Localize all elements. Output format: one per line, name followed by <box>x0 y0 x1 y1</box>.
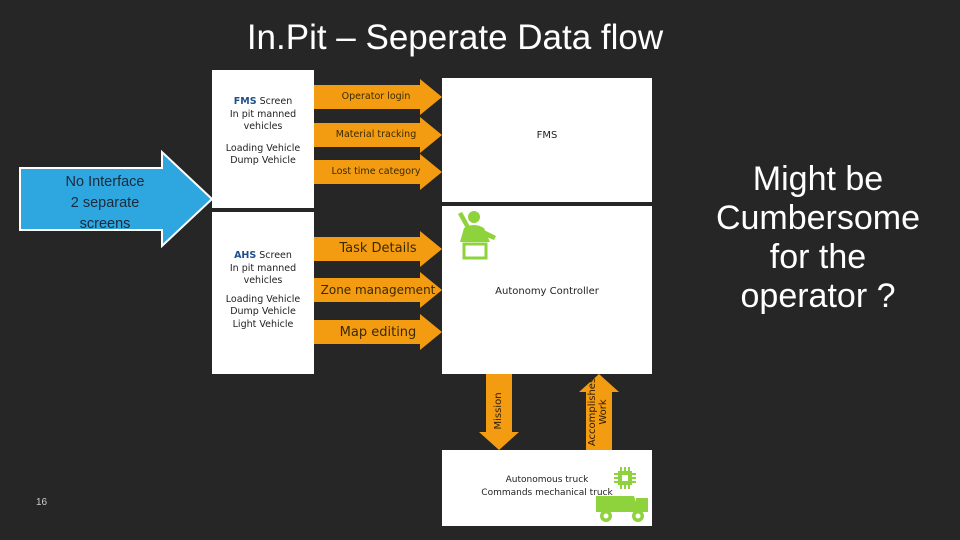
truck-line2: Commands mechanical truck <box>481 487 613 498</box>
fms-equipment-1: Loading Vehicle <box>225 142 301 154</box>
arrow-map-editing <box>314 314 442 350</box>
fms-equipment-2: Dump Vehicle <box>230 155 296 166</box>
autonomous-truck-text: Autonomous truck Commands mechanical tru… <box>462 474 632 499</box>
label-task-details: Task Details <box>339 241 417 256</box>
fms-brand: FMS <box>233 96 257 107</box>
arrow-task-details <box>314 231 442 267</box>
ahs-equipment-1: Loading Vehicle <box>225 293 301 305</box>
ahs-screen-panel <box>212 212 314 374</box>
ahs-brand: AHS <box>234 250 257 261</box>
arrow-lost-time <box>314 154 442 190</box>
callout-line1: No Interface <box>65 174 145 190</box>
callout-line3: screens <box>79 216 131 232</box>
label-zone-management: Zone management <box>320 283 436 297</box>
label-accomplishes-work: Accomplishes Work <box>587 372 611 452</box>
fms-system-label: FMS <box>536 130 558 141</box>
side-note-line1: Might be <box>752 160 884 198</box>
ahs-equipment-3: Light Vehicle <box>232 318 294 330</box>
label-operator-login: Operator login <box>341 91 411 102</box>
fms-screen-panel <box>212 70 314 208</box>
label-mission: Mission <box>493 392 504 430</box>
ahs-line2: In pit manned <box>229 262 297 274</box>
accomplishes-line2: Work <box>598 399 609 425</box>
side-note-line2: Cumbersome <box>715 199 921 237</box>
chip-icon <box>614 467 636 489</box>
autonomous-truck-box <box>442 450 652 526</box>
callout-arrow <box>19 149 214 249</box>
fms-system-box <box>442 78 652 202</box>
label-material-tracking: Material tracking <box>335 129 417 140</box>
truck-line1: Autonomous truck <box>505 475 589 485</box>
side-note-line3: for the <box>769 238 867 276</box>
ahs-heading-rest: Screen <box>256 250 292 261</box>
side-note: Might be Cumbersome for the operator ? <box>690 160 946 316</box>
arrow-accomplishes-work <box>579 374 619 450</box>
ahs-equipment-2: Dump Vehicle <box>230 306 296 317</box>
label-map-editing: Map editing <box>339 325 417 340</box>
side-note-line4: operator ? <box>740 277 896 315</box>
callout-line2: 2 separate <box>70 195 140 211</box>
fms-heading-rest: Screen <box>256 96 293 107</box>
accomplishes-line1: Accomplishes <box>587 377 598 447</box>
callout-text: No Interface 2 separate screens <box>44 172 166 235</box>
fms-line3: vehicles <box>243 121 283 132</box>
dump-truck-icon <box>596 496 648 522</box>
page-title: In.Pit – Seperate Data flow <box>246 18 664 57</box>
operator-icon <box>458 211 496 260</box>
label-lost-time-category: Lost time category <box>331 166 421 177</box>
slide-number: 16 <box>36 497 48 508</box>
autonomy-controller-label: Autonomy Controller <box>495 286 599 297</box>
arrow-mission <box>479 374 519 450</box>
fms-line2: In pit manned <box>229 108 297 120</box>
arrow-operator-login <box>314 79 442 115</box>
arrow-zone-management <box>314 272 442 308</box>
ahs-screen-text: AHS Screen In pit manned vehicles Loadin… <box>218 250 308 331</box>
ahs-line3: vehicles <box>243 275 283 286</box>
fms-screen-text: FMS Screen In pit manned vehicles Loadin… <box>218 96 308 168</box>
arrow-material-tracking <box>314 117 442 153</box>
